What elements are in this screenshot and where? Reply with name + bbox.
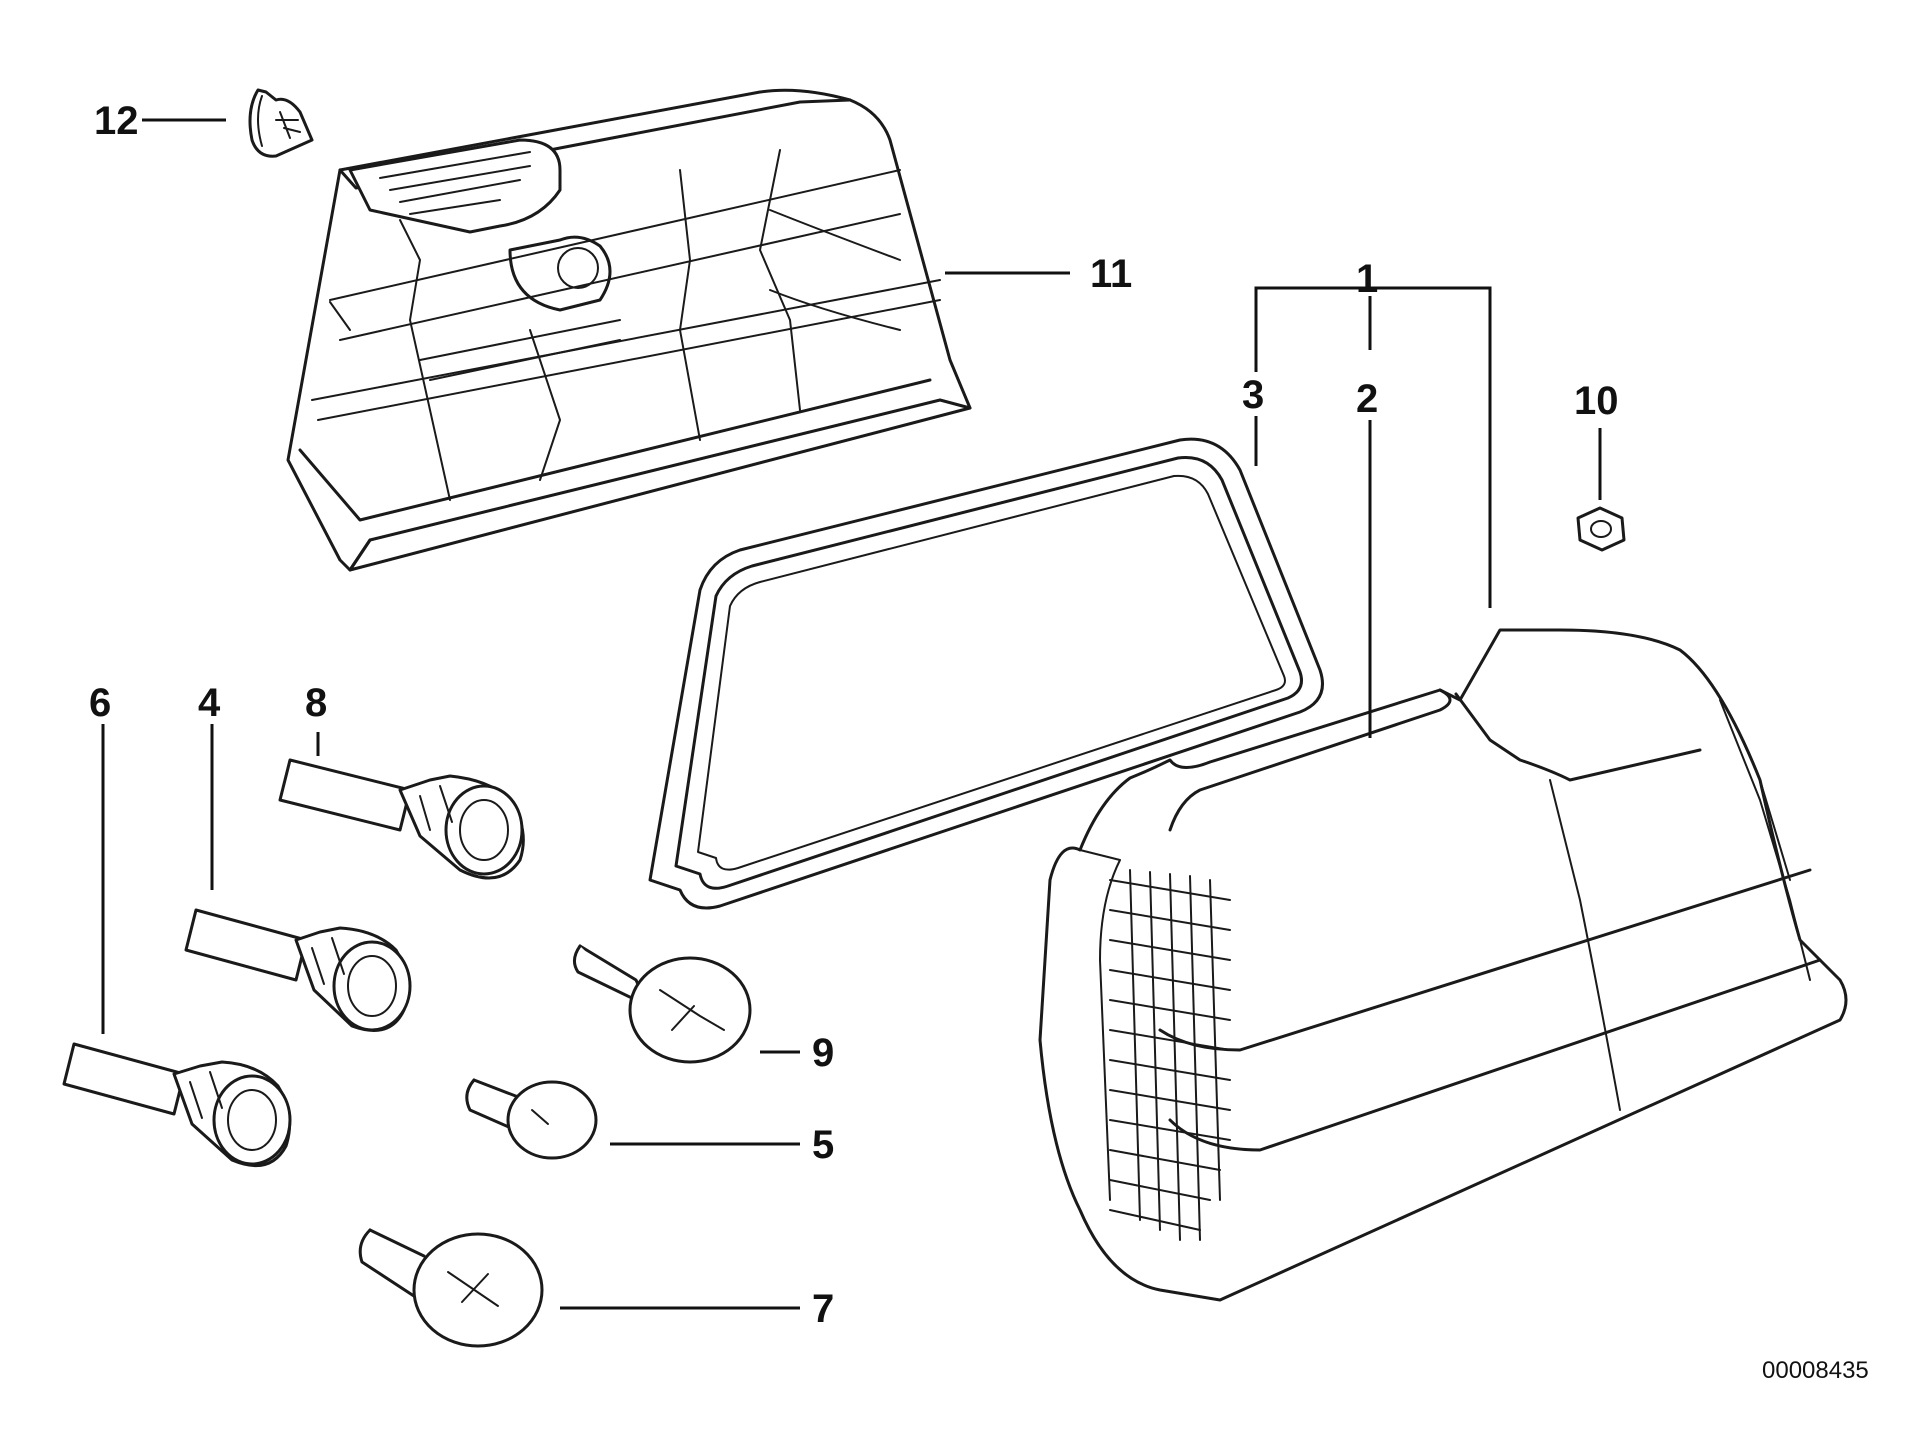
callout-7: 7: [812, 1287, 834, 1331]
part-9-bulb: [573, 944, 752, 1064]
callout-6: 6: [89, 681, 111, 725]
part-7-bulb: [358, 1228, 544, 1348]
drawing-number: 00008435: [1762, 1357, 1869, 1384]
part-4-socket: [184, 908, 412, 1032]
callout-2: 2: [1356, 377, 1378, 421]
callout-12: 12: [94, 99, 139, 143]
part-6-socket: [62, 1042, 292, 1168]
bracket-1: [1254, 286, 1492, 608]
part-3-gasket: [648, 437, 1324, 910]
callout-5: 5: [812, 1123, 834, 1167]
part-10-nut: [1576, 506, 1626, 552]
callout-11: 11: [1090, 252, 1132, 296]
callout-labels: 12 11 1 3 2 10 6 4 8 9 5 7: [89, 99, 1619, 1331]
part-5-bulb: [465, 1078, 598, 1160]
callout-9: 9: [812, 1031, 834, 1075]
lens-grid-pattern: [1109, 869, 1231, 1241]
part-2-tail-light: [1038, 628, 1848, 1302]
callout-3: 3: [1242, 373, 1264, 417]
part-12-clip: [248, 88, 314, 158]
part-8-socket: [278, 758, 525, 880]
callout-10: 10: [1574, 379, 1619, 423]
callout-4: 4: [198, 681, 221, 725]
leader-lines: [101, 118, 1602, 1310]
part-11-bulb-carrier: [286, 88, 972, 572]
callout-8: 8: [305, 681, 327, 725]
callout-1: 1: [1356, 257, 1378, 301]
